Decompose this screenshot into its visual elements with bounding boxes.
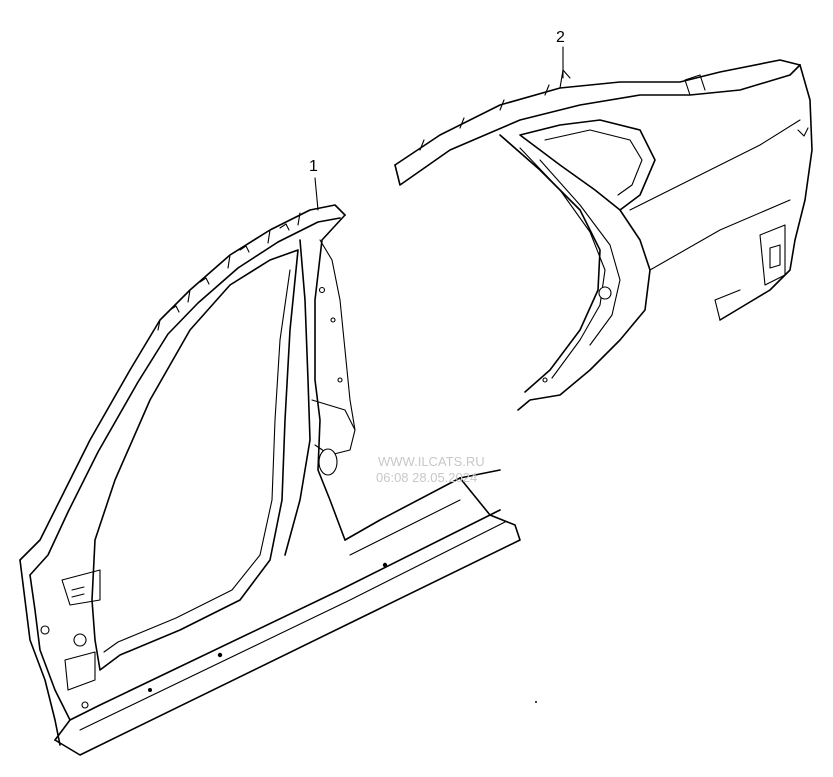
tail-lamp-opening: [759, 224, 786, 286]
callout-label-2[interactable]: 2: [556, 29, 565, 46]
part-1-side-panel[interactable]: [19, 177, 521, 756]
hinge-plate-upper: [61, 569, 101, 606]
watermark-line-1: WWW.ILCATS.RU: [378, 454, 485, 469]
callout-label-1[interactable]: 1: [309, 158, 318, 175]
hinge-plate-lower: [64, 651, 96, 691]
watermark-line-2: 06:08 28.05.2024: [376, 470, 477, 485]
b-pillar-hole: [318, 448, 338, 476]
part-2-quarter-panel[interactable]: [394, 46, 813, 411]
